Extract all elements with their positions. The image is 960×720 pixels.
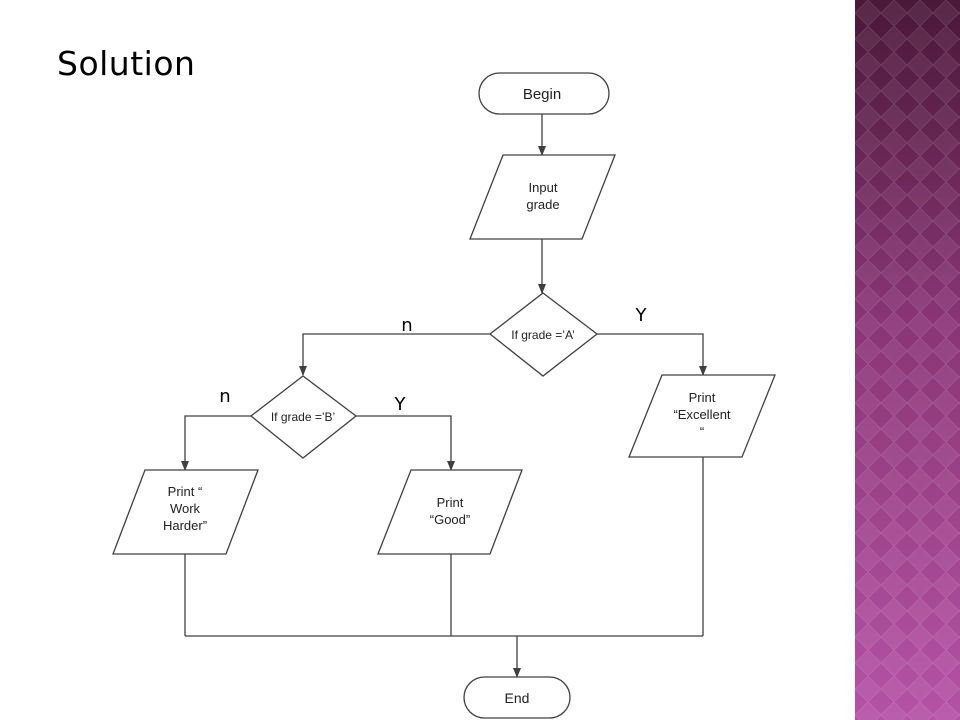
decision-b-label: If grade =’B’ xyxy=(271,410,335,424)
print-good-line-1: Print xyxy=(437,495,464,510)
print-good-parallelogram xyxy=(377,469,523,555)
input-grade-label-line-1: Input xyxy=(529,180,558,195)
begin-terminal xyxy=(478,72,610,115)
print-excellent-line-3: “ xyxy=(700,424,704,439)
print-work-harder-parallelogram xyxy=(112,469,259,555)
edge-label-b-no: n xyxy=(219,386,230,407)
edge-label-a-no: n xyxy=(401,315,412,336)
print-work-harder-line-1: Print “ xyxy=(168,484,203,499)
print-work-harder-line-2: Work xyxy=(170,501,201,516)
flowchart: Begin Input grade If grade =’A’ Print “E… xyxy=(112,72,776,719)
decorative-side-panel xyxy=(855,0,960,720)
edge-label-b-yes: Y xyxy=(394,394,407,415)
edge-decision-a-no xyxy=(299,333,490,376)
print-good-line-2: “Good” xyxy=(430,512,470,527)
edge-decision-b-no xyxy=(181,415,251,471)
edge-label-a-yes: Y xyxy=(635,305,648,326)
decision-a-label: If grade =’A’ xyxy=(511,328,574,342)
input-grade-label-line-2: grade xyxy=(526,197,559,212)
end-terminal xyxy=(463,676,571,719)
print-work-harder-line-3: Harder” xyxy=(163,518,207,533)
decision-grade-a xyxy=(488,292,599,377)
print-excellent-line-1: Print xyxy=(689,390,716,405)
edge-decision-a-yes xyxy=(597,333,707,376)
print-excellent-line-2: “Excellent xyxy=(673,407,730,422)
decision-grade-b xyxy=(249,375,358,459)
edge-decision-b-yes xyxy=(356,415,455,471)
input-grade-parallelogram xyxy=(469,154,616,240)
print-excellent-parallelogram xyxy=(628,374,776,458)
end-label: End xyxy=(505,690,530,706)
slide-title: Solution xyxy=(57,44,196,83)
begin-label: Begin xyxy=(523,86,561,103)
